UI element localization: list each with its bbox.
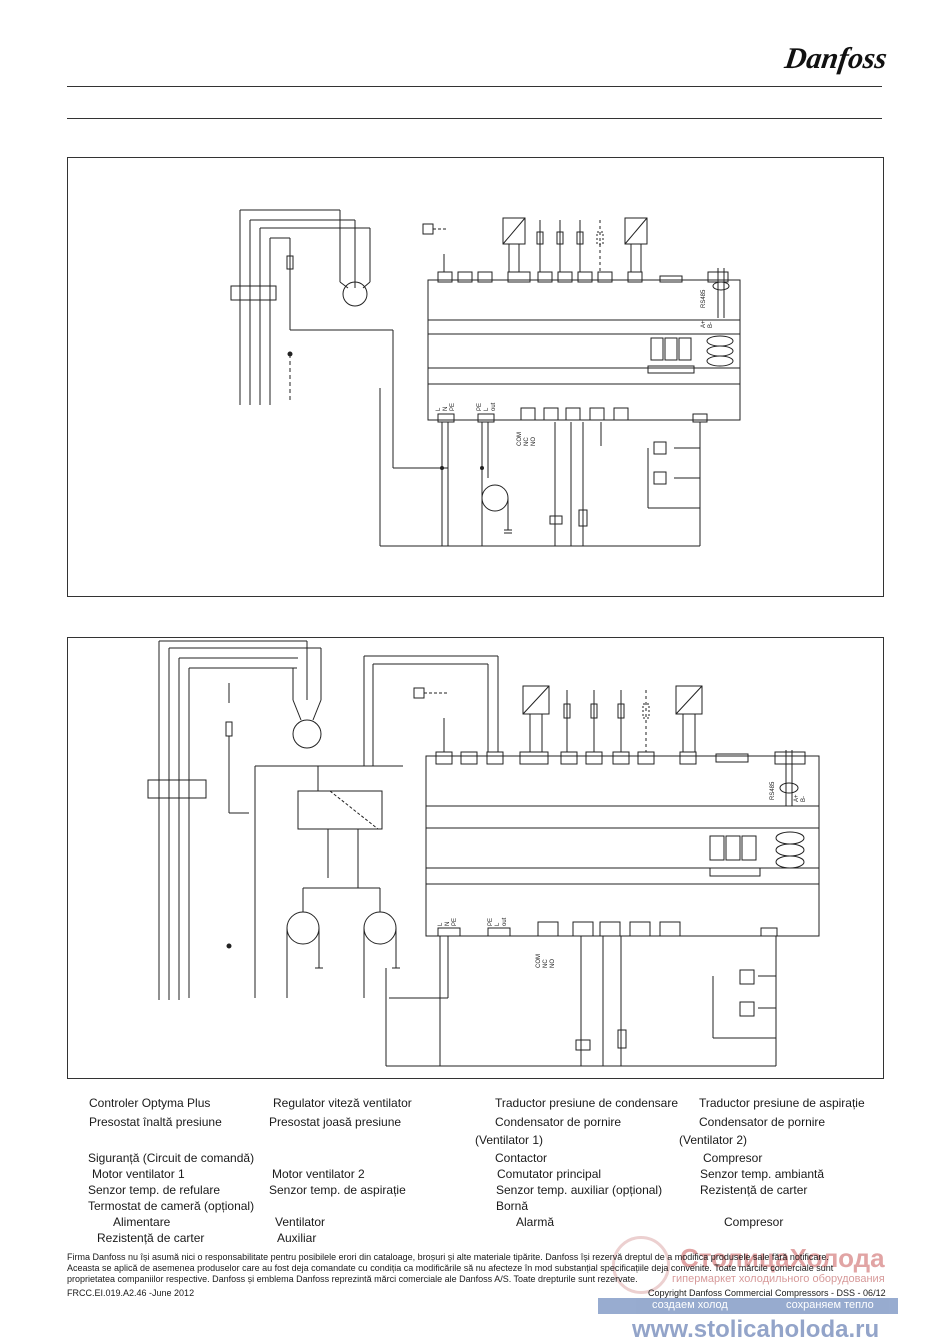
- watermark-slogan-bar: создаем холод сохраняем тепло: [598, 1298, 898, 1314]
- legend-item: Controler Optyma Plus: [89, 1096, 211, 1110]
- svg-text:A+: A+: [701, 320, 707, 328]
- watermark-url[interactable]: www.stolicaholoda.ru: [632, 1316, 880, 1343]
- svg-text:NC: NC: [524, 437, 530, 446]
- header-rule-top: [67, 86, 882, 87]
- svg-text:N: N: [443, 407, 449, 411]
- legend-item: Ventilator: [275, 1215, 326, 1229]
- compressor-motor-bottom: [292, 668, 322, 749]
- bottom-terminal-strip-bottom: [437, 921, 778, 937]
- compressor-motor-top: [339, 258, 371, 307]
- legend: Controler Optyma Plus Regulator viteză v…: [0, 1090, 950, 1250]
- main-supply-lines: [230, 209, 448, 469]
- svg-text:COM: COM: [536, 954, 542, 968]
- svg-text:B-: B-: [801, 796, 807, 802]
- terminal-labels-bottom: L N PE PE L out COM NC NO RS485 A+ B-: [438, 781, 807, 968]
- svg-text:B-: B-: [708, 322, 714, 328]
- legend-item: Regulator viteză ventilator: [273, 1096, 412, 1110]
- legend-item: Condensator de pornire: [495, 1115, 622, 1129]
- legend-item: Presostat joasă presiune: [269, 1115, 402, 1129]
- legend-item: (Ventilator 1): [475, 1133, 544, 1147]
- legend-item: Senzor temp. auxiliar (opțional): [496, 1183, 663, 1197]
- legend-item: (Ventilator 2): [679, 1133, 748, 1147]
- legend-item: Bornă: [496, 1199, 529, 1213]
- legend-item: Compresor: [703, 1151, 763, 1165]
- terminal-labels-top: L N PE PE L out COM NC NO A+ B-: [436, 320, 714, 446]
- disclaimer-line: Aceasta se aplică de asemenea produselor…: [67, 1263, 834, 1273]
- wiring-diagram-top: RS485: [67, 157, 884, 597]
- svg-text:out: out: [502, 917, 508, 926]
- svg-text:PE: PE: [477, 403, 483, 411]
- legend-item: Presostat înaltă presiune: [89, 1115, 222, 1129]
- watermark-slogan-left: создаем холод: [652, 1299, 728, 1311]
- legend-item: Condensator de pornire: [699, 1115, 826, 1129]
- bottom-terminal-strip: [437, 407, 708, 423]
- legend-item: Alarmă: [516, 1215, 555, 1229]
- rs485-label: RS485: [701, 289, 707, 308]
- svg-text:L: L: [436, 407, 442, 411]
- svg-text:NO: NO: [550, 959, 556, 968]
- controller-top: [427, 279, 741, 421]
- bottom-wiring-top: [379, 388, 701, 547]
- svg-text:L: L: [495, 922, 501, 926]
- legend-item: Motor ventilator 2: [272, 1167, 365, 1181]
- svg-text:NC: NC: [543, 959, 549, 968]
- rs485-port-top: RS485: [701, 268, 730, 318]
- legend-item: Rezistență de carter: [97, 1231, 205, 1245]
- fan-motors-bottom: [286, 887, 400, 998]
- legend-item: Termostat de cameră (opțional): [88, 1199, 255, 1213]
- disclaimer-line: proprietatea companiilor respective. Dan…: [67, 1274, 638, 1284]
- legend-item: Compresor: [724, 1215, 784, 1229]
- header-rule-bottom: [67, 118, 882, 119]
- watermark-title: СтолицаХолода: [680, 1243, 885, 1273]
- danfoss-logo: Danfoss: [782, 42, 890, 75]
- watermark-subtitle: гипермаркет холодильного оборудования: [672, 1273, 885, 1285]
- footer-disclaimer: Firma Danfoss nu își asumă nici o respon…: [67, 1252, 882, 1285]
- legend-item: Senzor temp. ambiantă: [700, 1167, 825, 1181]
- legend-item: Auxiliar: [277, 1231, 317, 1245]
- watermark-globe-icon: [612, 1236, 670, 1294]
- bottom-wiring-bottom: [385, 936, 777, 1067]
- legend-item: Contactor: [495, 1151, 548, 1165]
- legend-item: Motor ventilator 1: [92, 1167, 185, 1181]
- svg-text:PE: PE: [452, 918, 458, 926]
- svg-text:out: out: [491, 402, 497, 411]
- svg-text:PE: PE: [488, 918, 494, 926]
- controller-bottom: [425, 755, 820, 937]
- main-supply-lines-bottom: [147, 640, 322, 1000]
- legend-item: Traductor presiune de aspirație: [699, 1096, 865, 1110]
- svg-text:L: L: [438, 922, 444, 926]
- transducers-bottom: [363, 655, 703, 766]
- top-terminal-strip-bottom: [435, 751, 806, 765]
- svg-text:COM: COM: [517, 432, 523, 446]
- svg-text:PE: PE: [450, 403, 456, 411]
- legend-item: Comutator principal: [497, 1167, 602, 1181]
- wiring-diagram-bottom: L N PE PE L out COM NC NO RS485 A+ B-: [67, 637, 884, 1079]
- legend-item: Siguranță (Circuit de comandă): [88, 1151, 255, 1165]
- fan-speed-regulator: [254, 765, 403, 998]
- copyright: Copyright Danfoss Commercial Compressors…: [648, 1288, 886, 1298]
- rs485-port-bottom: [779, 750, 799, 806]
- svg-text:A+: A+: [794, 794, 800, 802]
- legend-item: Senzor temp. de aspirație: [269, 1183, 406, 1197]
- legend-item: Traductor presiune de condensare: [495, 1096, 678, 1110]
- watermark-slogan-right: сохраняем тепло: [786, 1299, 874, 1311]
- svg-text:NO: NO: [531, 437, 537, 446]
- disclaimer-line: Firma Danfoss nu își asumă nici o respon…: [67, 1252, 829, 1262]
- svg-text:L: L: [484, 407, 490, 411]
- transducers-top: [422, 217, 648, 272]
- svg-text:RS485: RS485: [770, 781, 776, 800]
- legend-item: Senzor temp. de refulare: [88, 1183, 221, 1197]
- legend-item: Alimentare: [113, 1215, 171, 1229]
- legend-item: Rezistență de carter: [700, 1183, 808, 1197]
- document-code: FRCC.EI.019.A2.46 -June 2012: [67, 1288, 195, 1298]
- svg-text:N: N: [445, 922, 451, 926]
